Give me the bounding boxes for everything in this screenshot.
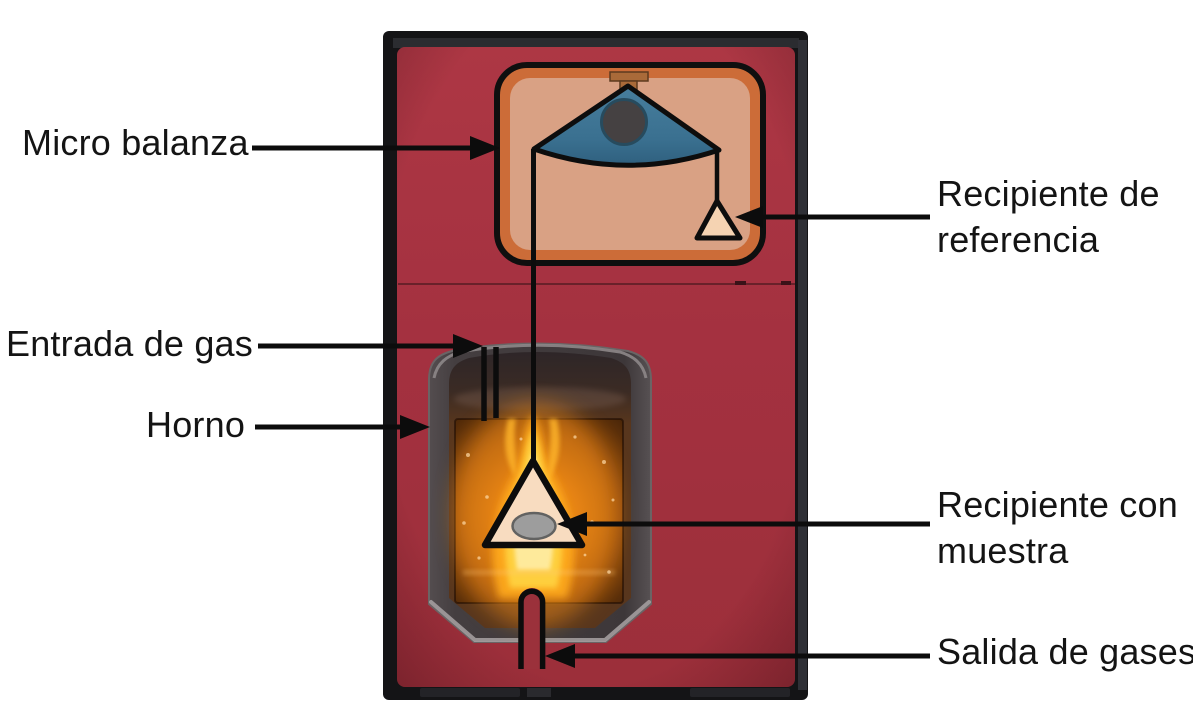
sparks [462, 435, 615, 574]
label-micro-balanza: Micro balanza [22, 122, 249, 163]
arrow-recipiente-muestra [557, 512, 930, 536]
gas-outlet-tube [518, 588, 546, 669]
fulcrum-disc [600, 98, 648, 146]
label-horno: Horno [146, 404, 246, 445]
arrow-recipiente-referencia [735, 206, 930, 228]
sample [511, 511, 557, 541]
arrow-micro-balanza [252, 136, 500, 160]
label-recipiente-referencia: Recipiente de referencia [937, 173, 1160, 260]
arrow-horno [255, 415, 430, 439]
label-salida-gases: Salida de gases [937, 631, 1193, 672]
arrow-entrada-gas [258, 334, 483, 358]
arrow-salida-gases [545, 644, 930, 668]
reference-pan [694, 198, 743, 241]
gas-inlet-tube [481, 347, 499, 421]
label-recipiente-muestra: Recipiente con muestra [937, 484, 1178, 571]
label-entrada-gas: Entrada de gas [6, 323, 253, 364]
